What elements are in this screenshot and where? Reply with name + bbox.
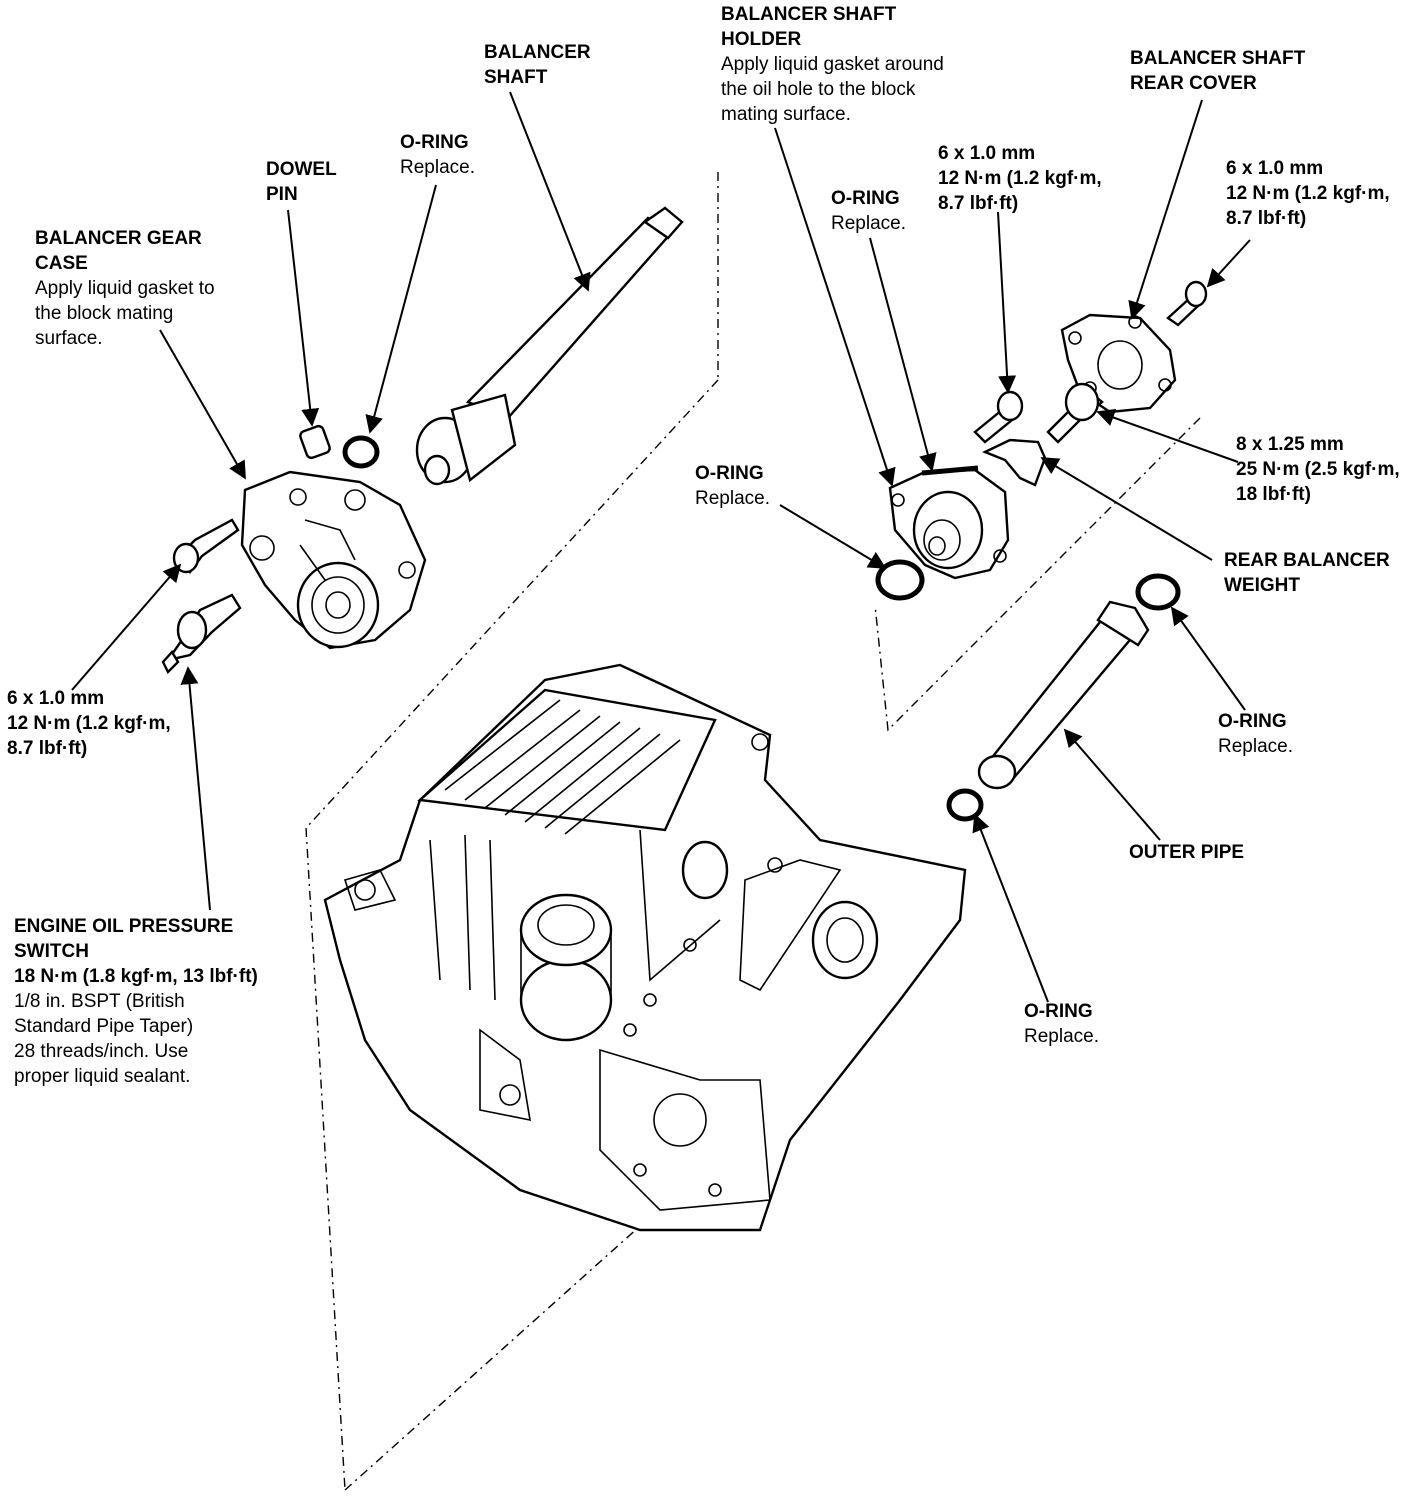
label-rear-cover: BALANCER SHAFT REAR COVER <box>1130 48 1306 94</box>
o-ring-top-part <box>342 435 380 469</box>
label-o-ring-bottom: O-RING Replace. <box>1024 1001 1099 1047</box>
label-balancer-shaft: BALANCER SHAFT <box>484 42 591 88</box>
engine-block-part <box>323 663 967 1232</box>
balancer-gear-case-part <box>240 470 427 650</box>
outer-pipe-part <box>977 600 1150 790</box>
rear-balancer-weight-part <box>982 438 1047 487</box>
label-balancer-gear-case: BALANCER GEAR CASE Apply liquid gasket t… <box>35 228 215 349</box>
bolt-rear-cover-part <box>1166 280 1208 327</box>
bolt-large-part <box>1046 382 1104 444</box>
label-o-ring-holder: O-RING Replace. <box>831 188 906 234</box>
label-outer-pipe: OUTER PIPE <box>1129 842 1245 863</box>
bolt-holder-part <box>973 390 1024 444</box>
balancer-shaft-part <box>415 206 684 486</box>
dowel-pin-part <box>299 424 331 460</box>
leader-arrows <box>71 91 1251 1003</box>
label-balancer-shaft-holder: BALANCER SHAFT HOLDER Apply liquid gaske… <box>721 4 944 125</box>
label-bolt-large: 8 x 1.25 mm 25 N·m (2.5 kgf·m, 18 lbf·ft… <box>1236 434 1400 505</box>
oil-pressure-switch-part <box>161 593 242 675</box>
o-ring-holder-part <box>875 559 925 601</box>
label-bolt-rear-cover: 6 x 1.0 mm 12 N·m (1.2 kgf·m, 8.7 lbf·ft… <box>1226 158 1390 229</box>
label-o-ring-mid: O-RING Replace. <box>695 463 770 509</box>
label-bolt-left: 6 x 1.0 mm 12 N·m (1.2 kgf·m, 8.7 lbf·ft… <box>7 688 171 759</box>
label-dowel-pin: DOWEL PIN <box>266 159 337 205</box>
label-o-ring-right: O-RING Replace. <box>1218 711 1293 757</box>
label-rear-balancer-weight: REAR BALANCER WEIGHT <box>1224 550 1390 596</box>
bolt-left-part <box>172 518 240 575</box>
balancer-shaft-holder-part <box>888 465 1010 580</box>
label-oil-pressure-switch: ENGINE OIL PRESSURE SWITCH 18 N·m (1.8 k… <box>14 916 258 1087</box>
label-o-ring-top: O-RING Replace. <box>400 132 475 178</box>
o-ring-bottom-part <box>946 788 984 822</box>
o-ring-right-part <box>1135 573 1181 611</box>
label-bolt-holder: 6 x 1.0 mm 12 N·m (1.2 kgf·m, 8.7 lbf·ft… <box>938 143 1102 214</box>
